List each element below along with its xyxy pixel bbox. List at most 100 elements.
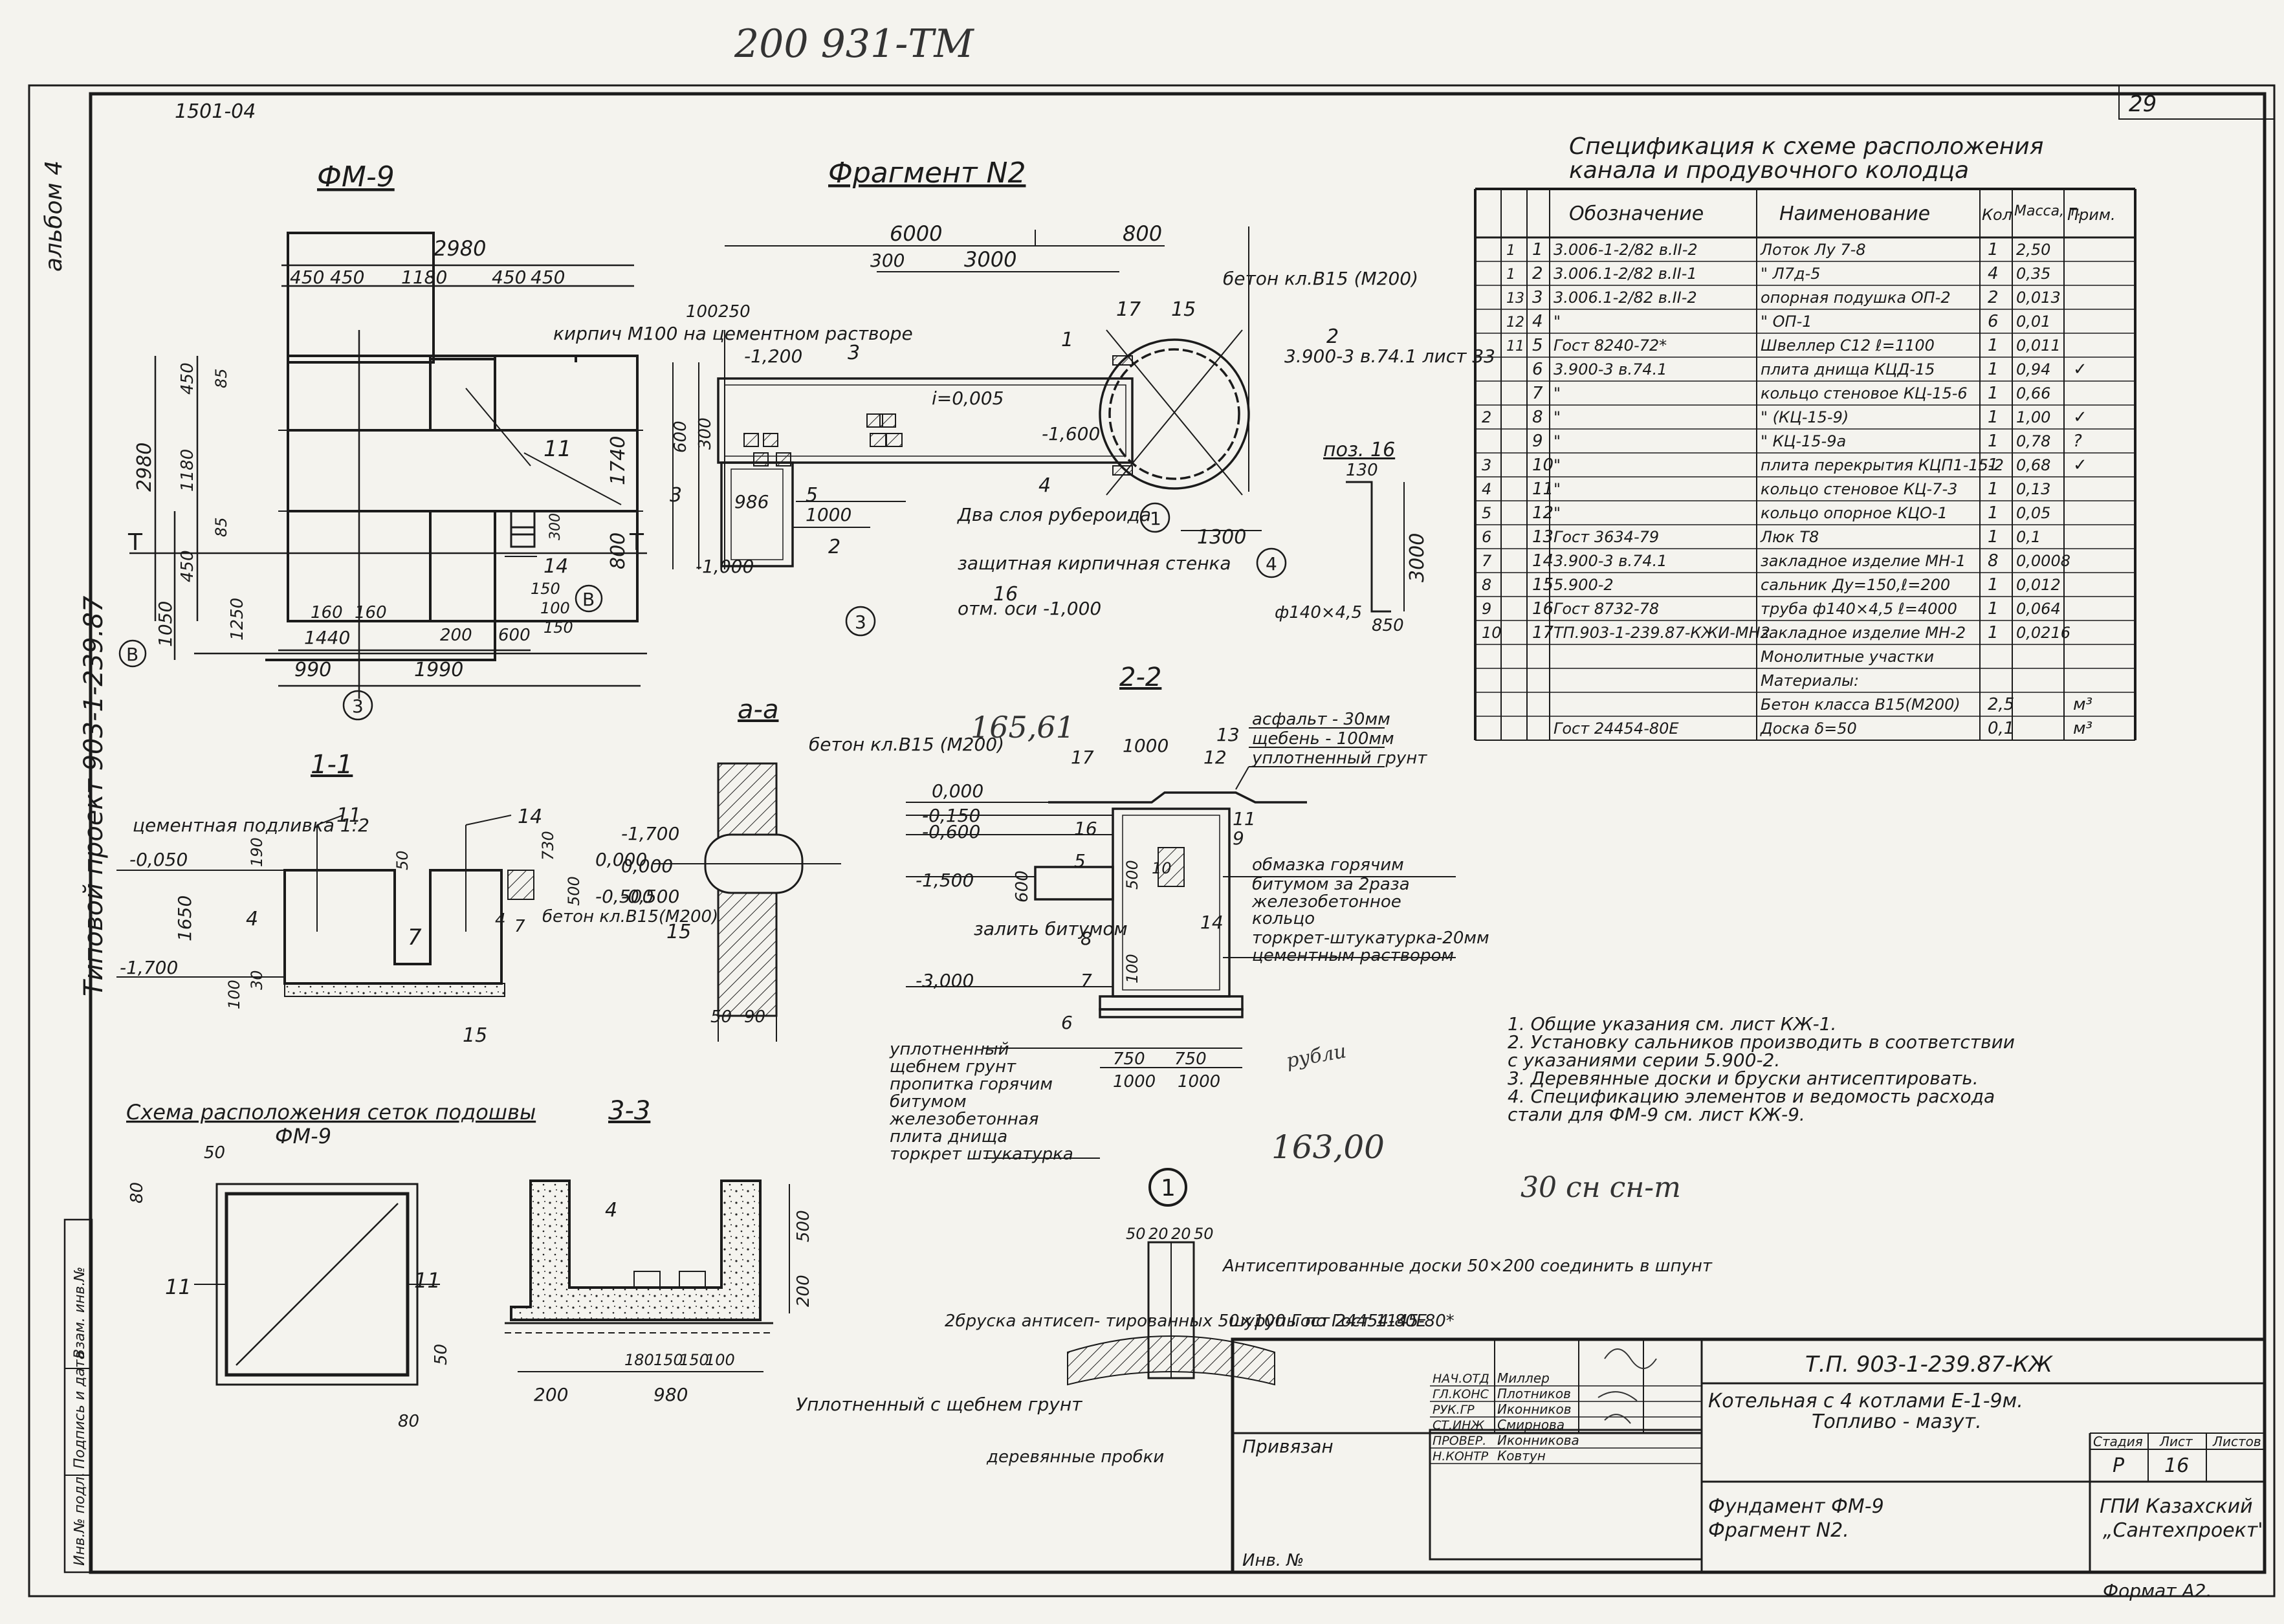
- sec22-level: -1,500: [916, 870, 974, 891]
- sec22-layers-top: асфальт - 30мм щебень - 100мм уплотненны…: [1251, 710, 1427, 768]
- layer-note: уплотненный: [889, 1040, 1009, 1059]
- fm9-callout-11: 11: [544, 436, 571, 462]
- fm9-dim-misc: 150: [531, 580, 560, 598]
- tb-name: Иконников: [1497, 1401, 1572, 1417]
- node1-title: 1: [1161, 1175, 1176, 1202]
- spec-qty: 1: [1988, 408, 1999, 427]
- fm9-dim-misc: 85: [212, 517, 230, 537]
- spec-name: кольцо опорное КЦО-1: [1761, 504, 1948, 522]
- level: 0,000: [621, 855, 673, 877]
- secaa-dim: 50: [710, 1007, 732, 1027]
- fm9-dim-left: 450: [178, 362, 197, 395]
- section-a-a: а-а бетон кл.В15 (М200) 15 50 90 -1,700 …: [621, 695, 1075, 1042]
- layer-asphalt: асфальт - 30мм: [1252, 710, 1390, 729]
- spec-name: кольцо стеновое КЦ-15-6: [1761, 384, 1968, 402]
- mesh-dim: 80: [127, 1182, 147, 1203]
- spec-name: Люк Т8: [1760, 528, 1819, 546]
- fm9-dim-bottom: 160: [311, 603, 343, 622]
- tb-binding: Привязан: [1242, 1436, 1334, 1457]
- sec11-callout: 7: [514, 917, 525, 936]
- fm9-plan: ФМ-9: [118, 160, 647, 721]
- fragment-callout: 2: [828, 536, 840, 558]
- level: -0,500: [621, 886, 679, 907]
- handwritten-note: 163,00: [1271, 1128, 1385, 1166]
- node1-dim: 50: [1194, 1225, 1214, 1243]
- layer-note: битумом за 2раза: [1252, 875, 1410, 894]
- layer-note: обмазка горячим: [1252, 855, 1404, 875]
- spec-code: 3.006.1-2/82 в.II-2: [1554, 289, 1697, 307]
- spec-margin-mark: 3: [1482, 456, 1491, 474]
- spec-margin-mark: 1: [1506, 267, 1515, 283]
- tb-name: Смирнова: [1497, 1417, 1565, 1432]
- spec-qty: 1: [1988, 360, 1999, 379]
- spec-code: ": [1554, 384, 1561, 402]
- axis-marker-4: [1256, 547, 1287, 578]
- fragment-dim: 6000: [890, 221, 942, 246]
- spec-qty: 1: [1988, 575, 1999, 595]
- spec-pos: 16: [1532, 599, 1554, 619]
- fragment-dim: 800: [607, 532, 630, 569]
- sec22-callout: 16: [1074, 818, 1097, 839]
- spec-name: труба ф140×4,5 ℓ=4000: [1761, 600, 1957, 618]
- sec22-callout: 12: [1203, 747, 1227, 768]
- spec-name: " Л7д-5: [1761, 265, 1821, 283]
- tb-org: ГПИ Казахский: [2100, 1495, 2253, 1518]
- tb-role: СТ.ИНЖ: [1433, 1418, 1485, 1432]
- sec22-callout: 17: [1071, 747, 1094, 768]
- spec-qty: 1: [1988, 599, 1999, 619]
- fm9-dim-bottom: 160: [355, 603, 387, 622]
- sec11-note: бетон кл.В15(М200): [542, 907, 718, 927]
- spec-mass: 1,00: [2016, 408, 2050, 426]
- spec-mass: 0,012: [2016, 576, 2061, 594]
- sec33-title: 3-3: [608, 1096, 650, 1126]
- spec-note: ✓: [2073, 360, 2087, 379]
- sec22-callout: 14: [1200, 912, 1224, 933]
- side-stamp: Взам. инв.№ Подпись и дата Инв.№ подл.: [63, 1218, 93, 1574]
- sec33-dim: 150: [679, 1351, 709, 1369]
- fm9-dim-top: 1180: [401, 267, 447, 288]
- spec-code: Гост 8732-78: [1554, 600, 1659, 618]
- spec-margin-mark: 7: [1482, 552, 1492, 570]
- spec-mass: 0,1: [2016, 528, 2041, 546]
- tb-format: Формат А2.: [2103, 1580, 2212, 1601]
- spec-note: ✓: [2073, 455, 2087, 475]
- fm9-dim-bottom: 990: [294, 659, 331, 681]
- axis-marker-b: [575, 584, 603, 613]
- node1-bars-note: 2бруска антисеп- тированных 50×100 Гост …: [945, 1311, 1427, 1331]
- axis-marker-3-label: 3: [352, 696, 364, 717]
- fragment-level: -1,000: [696, 556, 754, 577]
- spec-margin-mark: 11: [1506, 338, 1524, 355]
- fm9-dim-bottom: 1990: [414, 659, 463, 681]
- spec-qty: 1: [1988, 432, 1999, 451]
- fm9-dim-misc: 300: [547, 513, 564, 540]
- fragment-dim: 1000: [806, 504, 851, 525]
- spec-qty: 2: [1988, 288, 1999, 307]
- mesh-dim: 50: [204, 1143, 225, 1163]
- spec-code: 3.006-1-2/82 в.II-2: [1554, 241, 1698, 259]
- fragment-callout: 4: [1038, 474, 1051, 497]
- spec-header: Обозначение: [1569, 203, 1704, 225]
- spec-code: ": [1554, 480, 1561, 498]
- sec22-dim: 1000: [1123, 735, 1169, 756]
- fm9-dim-top: 450: [492, 267, 526, 288]
- spec-header: Масса, т.: [2014, 203, 2081, 219]
- sec22-fill-note: залить битумом: [974, 918, 1128, 939]
- axis-marker-b-label: В: [582, 589, 595, 610]
- tb-name: Миллер: [1497, 1370, 1550, 1386]
- spec-mass: 0,13: [2016, 480, 2050, 498]
- spec-qty: 4: [1988, 264, 1999, 283]
- sec11-callout: 4: [246, 908, 258, 930]
- sec33-dim: 150: [653, 1351, 683, 1369]
- tb-drawing-name: Фундамент ФМ-9: [1708, 1495, 1884, 1518]
- sec33-dim: 200: [794, 1275, 813, 1307]
- tb-role: ПРОВЕР.: [1433, 1434, 1486, 1448]
- tb-stage-header: Листов: [2212, 1434, 2261, 1449]
- spec-margin-mark: 13: [1506, 291, 1524, 307]
- fragment-callout: 17: [1116, 298, 1141, 321]
- spec-code: 3.900-3 в.74.1: [1554, 552, 1667, 570]
- spec-name: " КЦ-15-9а: [1761, 432, 1846, 450]
- tb-role: ГЛ.КОНС: [1433, 1387, 1489, 1401]
- spec-name: опорная подушка ОП-2: [1761, 289, 1951, 307]
- spec-qty: 1: [1988, 623, 1999, 642]
- sec11-level: -0,500: [595, 886, 653, 907]
